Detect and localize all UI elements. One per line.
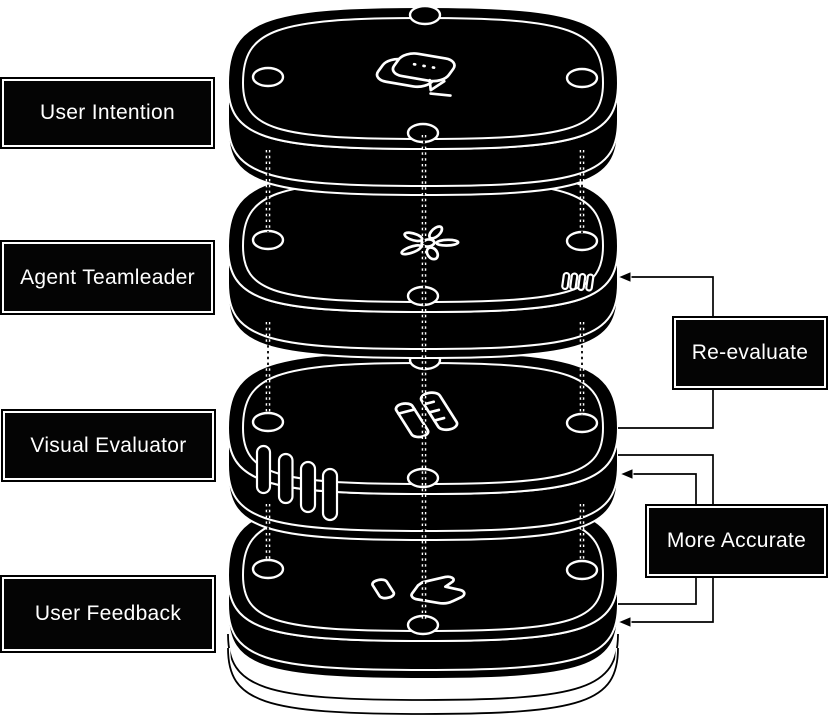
slab-rim-line	[227, 119, 619, 188]
label-re-evaluate: Re-evaluate	[672, 316, 828, 390]
screw-hole	[406, 122, 440, 144]
screw-hole	[251, 66, 285, 88]
ghost-outline	[227, 647, 619, 715]
slab-rim-line	[227, 282, 619, 351]
side-vent-slots	[255, 444, 339, 522]
chat-bubble-icon	[370, 50, 474, 97]
label-user-intention: User Intention	[0, 77, 215, 149]
ruler-icon	[371, 385, 481, 444]
screw-hole	[406, 614, 440, 636]
label-more-accurate: More Accurate	[645, 504, 828, 578]
screw-hole	[565, 67, 599, 89]
ghost-outline	[227, 633, 619, 701]
side-vent-slots	[561, 271, 595, 292]
screw-hole	[251, 229, 285, 251]
slab-inner-outline	[241, 16, 605, 141]
label-user-feedback: User Feedback	[0, 575, 216, 653]
label-agent-teamleader: Agent Teamleader	[0, 240, 215, 315]
user-intention-slab	[226, 4, 620, 197]
screw-hole	[251, 411, 285, 433]
screw-hole	[408, 4, 442, 26]
screw-hole	[406, 285, 440, 307]
slab-rim-line	[227, 603, 619, 672]
screw-hole	[565, 230, 599, 252]
assembly-dotted-lines	[265, 135, 585, 622]
left-arrowhead	[616, 615, 632, 629]
left-arrowhead	[616, 270, 632, 284]
label-visual-evaluator: Visual Evaluator	[1, 409, 216, 482]
screw-hole	[565, 412, 599, 434]
ghost-outlines	[225, 633, 621, 717]
left-arrowhead	[618, 467, 634, 481]
screw-hole	[251, 558, 285, 580]
visual-evaluator-slab	[226, 349, 620, 542]
screw-hole	[565, 559, 599, 581]
